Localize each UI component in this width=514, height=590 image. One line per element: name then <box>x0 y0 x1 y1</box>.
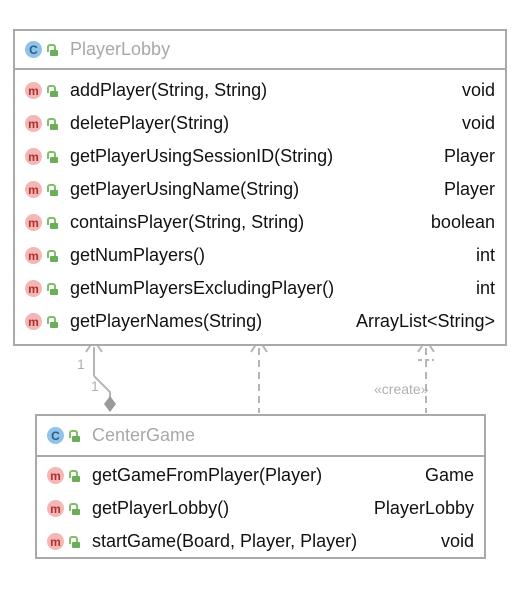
method-signature: getPlayerUsingName(String) <box>70 179 300 199</box>
method-icon: m <box>47 500 64 517</box>
method-signature: deletePlayer(String) <box>70 113 230 133</box>
class-header: C PlayerLobby <box>15 31 505 70</box>
public-lock-icon <box>46 183 58 197</box>
method-icon: m <box>25 115 42 132</box>
method-return-type: Player <box>443 179 495 199</box>
public-lock-icon <box>68 535 80 549</box>
public-lock-icon <box>46 117 58 131</box>
class-icon: C <box>47 427 64 444</box>
method-row[interactable]: m getPlayerUsingSessionID(String) Player <box>15 140 505 173</box>
public-lock-icon <box>68 429 80 443</box>
method-icon: m <box>25 280 42 297</box>
method-row[interactable]: m getPlayerNames(String) ArrayList<Strin… <box>15 305 505 338</box>
method-row[interactable]: m getGameFromPlayer(Player) Game <box>37 459 484 492</box>
method-icon: m <box>25 247 42 264</box>
aggregation-target-multiplicity: 1 <box>77 356 85 372</box>
method-signature: getPlayerUsingSessionID(String) <box>70 146 334 166</box>
public-lock-icon <box>68 469 80 483</box>
public-lock-icon <box>46 84 58 98</box>
method-signature: getPlayerLobby() <box>92 498 230 518</box>
method-list: m getGameFromPlayer(Player) Game m getPl… <box>37 457 484 558</box>
method-icon: m <box>47 467 64 484</box>
method-return-type: PlayerLobby <box>373 498 474 518</box>
method-signature: getPlayerNames(String) <box>70 311 263 331</box>
public-lock-icon <box>46 216 58 230</box>
method-return-type: boolean <box>430 212 495 232</box>
method-return-type: void <box>440 531 474 551</box>
method-signature: startGame(Board, Player, Player) <box>92 531 358 551</box>
method-icon: m <box>25 82 42 99</box>
public-lock-icon <box>68 502 80 516</box>
method-row[interactable]: m addPlayer(String, String) void <box>15 74 505 107</box>
method-row[interactable]: m getNumPlayersExcludingPlayer() int <box>15 272 505 305</box>
class-name: PlayerLobby <box>70 39 171 59</box>
method-signature: addPlayer(String, String) <box>70 80 268 100</box>
method-signature: containsPlayer(String, String) <box>70 212 305 232</box>
method-icon: m <box>25 214 42 231</box>
method-return-type: int <box>475 245 495 265</box>
class-icon: C <box>25 41 42 58</box>
method-signature: getNumPlayers() <box>70 245 206 265</box>
method-row[interactable]: m containsPlayer(String, String) boolean <box>15 206 505 239</box>
class-header: C CenterGame <box>37 416 484 457</box>
public-lock-icon <box>46 315 58 329</box>
method-signature: getGameFromPlayer(Player) <box>92 465 323 485</box>
method-list: m addPlayer(String, String) void m delet… <box>15 70 505 338</box>
public-lock-icon <box>46 282 58 296</box>
public-lock-icon <box>46 150 58 164</box>
method-row[interactable]: m getPlayerLobby() PlayerLobby <box>37 492 484 525</box>
public-lock-icon <box>46 43 58 57</box>
method-return-type: ArrayList<String> <box>355 311 495 331</box>
method-return-type: Game <box>424 465 474 485</box>
method-return-type: void <box>461 80 495 100</box>
aggregation-source-multiplicity: 1 <box>91 378 99 394</box>
method-row[interactable]: m deletePlayer(String) void <box>15 107 505 140</box>
method-icon: m <box>25 148 42 165</box>
method-icon: m <box>25 313 42 330</box>
create-label: «create» <box>374 381 429 397</box>
method-icon: m <box>47 533 64 550</box>
method-row[interactable]: m getPlayerUsingName(String) Player <box>15 173 505 206</box>
method-return-type: void <box>461 113 495 133</box>
method-return-type: int <box>475 278 495 298</box>
method-row[interactable]: m getNumPlayers() int <box>15 239 505 272</box>
method-signature: getNumPlayersExcludingPlayer() <box>70 278 335 298</box>
method-icon: m <box>25 181 42 198</box>
aggregation-diamond <box>104 396 116 412</box>
class-centergame[interactable]: C CenterGame m getGameFromPlayer(Player)… <box>35 414 486 559</box>
class-playerlobby[interactable]: C PlayerLobby m addPlayer(String, String… <box>13 29 507 346</box>
method-row[interactable]: m startGame(Board, Player, Player) void <box>37 525 484 558</box>
class-name: CenterGame <box>92 425 196 445</box>
public-lock-icon <box>46 249 58 263</box>
method-return-type: Player <box>443 146 495 166</box>
